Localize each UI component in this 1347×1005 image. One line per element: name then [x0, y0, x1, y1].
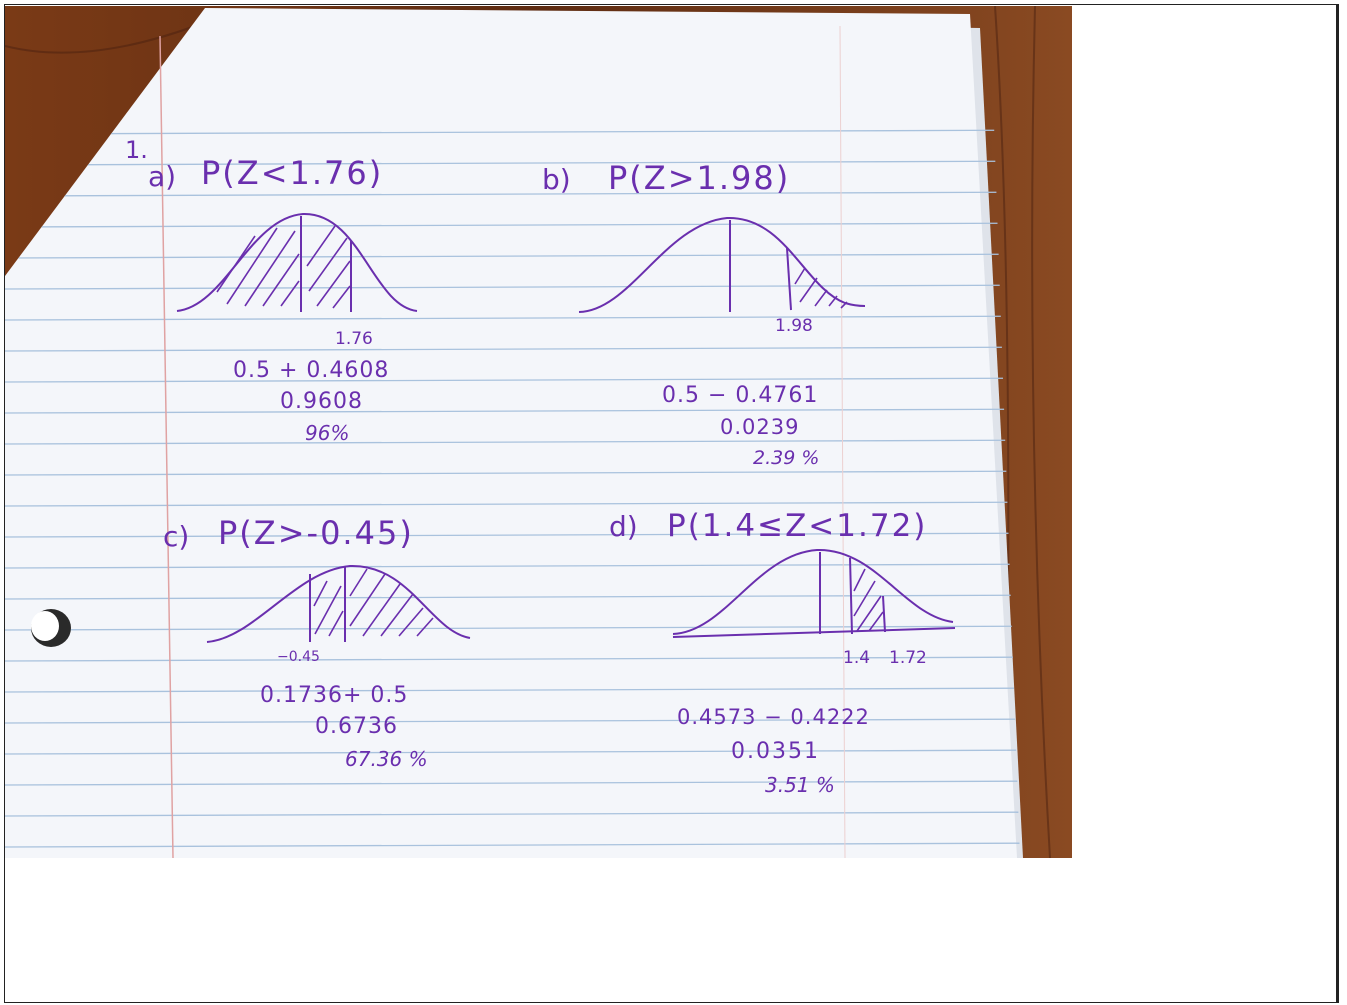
punch-hole-highlight — [31, 611, 59, 641]
margin-line — [159, 35, 174, 858]
part-b-work-line-2: 0.0239 — [720, 415, 799, 439]
worksheet-photo: 1. a) P(Z<1.76) 1.76 0.5 + 0.4608 0.9608… — [5, 6, 1072, 858]
part-b-label: b) — [542, 163, 571, 196]
part-a-label: a) — [148, 160, 176, 193]
part-b-work-line-3: 2.39 % — [753, 447, 819, 469]
part-d-work-line-1: 0.4573 − 0.4222 — [677, 705, 870, 729]
part-b-work-line-1: 0.5 − 0.4761 — [662, 383, 818, 408]
part-c-bell-curve — [206, 564, 471, 643]
part-d-label: d) — [609, 510, 638, 543]
part-b-expression: P(Z>1.98) — [608, 159, 790, 197]
paper-sheet — [5, 8, 1017, 858]
part-a-expression: P(Z<1.76) — [201, 154, 383, 192]
part-d-bell-curve — [672, 548, 956, 638]
part-d-work-line-3: 3.51 % — [765, 773, 835, 797]
part-a-work-line-3: 96% — [305, 421, 349, 445]
part-b-axis-label: 1.98 — [775, 316, 813, 336]
part-c-shading — [313, 568, 434, 637]
part-a-shading — [216, 225, 351, 309]
part-a-work-line-2: 0.9608 — [280, 389, 363, 414]
part-c-work-line-3: 67.36 % — [345, 747, 428, 771]
part-b-bell-curve — [578, 216, 866, 313]
ruled-lines — [5, 129, 1020, 848]
part-d-shading — [853, 568, 884, 632]
part-c-work-line-1: 0.1736+ 0.5 — [260, 683, 408, 708]
problem-number: 1. — [125, 136, 148, 164]
margin-line-faint — [839, 25, 846, 858]
part-c-expression: P(Z>-0.45) — [218, 514, 414, 552]
part-c-label: c) — [163, 520, 189, 553]
part-a-bell-curve — [176, 212, 418, 312]
part-a-axis-label: 1.76 — [335, 329, 373, 349]
part-c-axis-label: −0.45 — [277, 649, 320, 665]
part-d-work-line-2: 0.0351 — [731, 739, 820, 764]
part-a-work-line-1: 0.5 + 0.4608 — [233, 358, 389, 383]
part-b-shading — [794, 267, 848, 309]
part-c-work-line-2: 0.6736 — [315, 714, 398, 739]
part-d-expression: P(1.4≤Z<1.72) — [667, 508, 927, 544]
part-d-axis-label-2: 1.72 — [889, 648, 927, 668]
part-d-axis-label-1: 1.4 — [843, 648, 870, 668]
